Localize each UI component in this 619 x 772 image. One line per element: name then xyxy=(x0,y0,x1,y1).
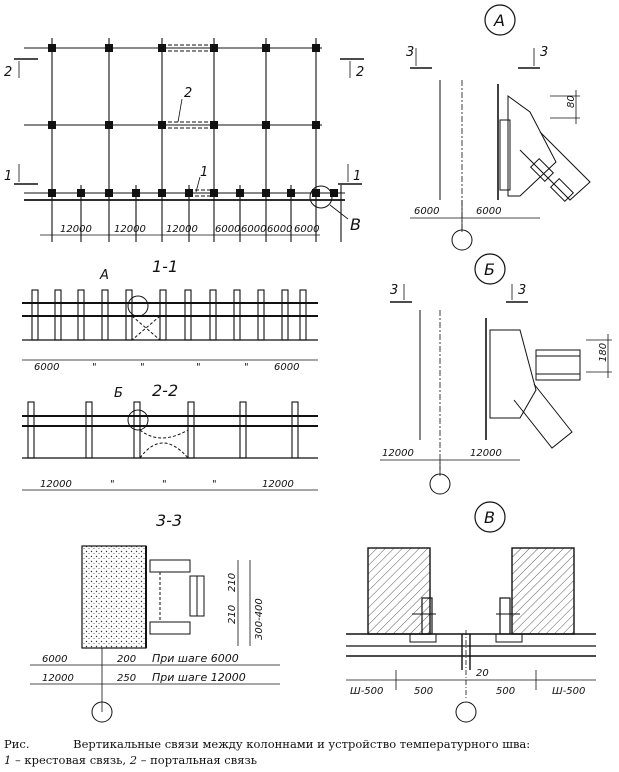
axis-bubble-a xyxy=(451,229,473,251)
detail-a-label-circle xyxy=(484,4,516,36)
caption-legend-1-number: 1 xyxy=(4,753,12,767)
detail-b-mark-left: 3 xyxy=(390,283,398,298)
detail-b-label-circle xyxy=(474,253,506,285)
detail-v-dim-sh-right: Ш-500 xyxy=(552,686,585,697)
plan-dim-2: 12000 xyxy=(114,224,146,235)
caption-legend-1-text: – крестовая связь, xyxy=(11,753,130,767)
section-mark-2-right: 2 xyxy=(356,65,364,80)
callout-circle-v xyxy=(309,185,333,209)
section-1-1 xyxy=(22,289,318,361)
plan-bracing xyxy=(162,44,214,197)
engineering-drawing: 2 2 1 1 2 1 B 12000 12000 12000 6000 600… xyxy=(4,4,612,723)
detail-b-dim-right: 12000 xyxy=(470,448,502,459)
section-2-2-title: 2-2 xyxy=(152,381,178,400)
section-3-3-dim-12000: 12000 xyxy=(42,673,74,684)
section-2-2-dim-end: 12000 xyxy=(262,479,294,490)
callout-circle-a xyxy=(127,295,149,317)
detail-a-dim-right: 6000 xyxy=(476,206,501,217)
section-1-1-ditto-4: " xyxy=(244,362,249,373)
section-2-2-ditto-1: " xyxy=(110,479,115,490)
section-mark-1-left: 1 xyxy=(4,169,12,184)
detail-v-dim-500-right: 500 xyxy=(496,686,515,697)
section-3-3-dim-250: 250 xyxy=(117,673,136,684)
section-1-1-dim-end: 6000 xyxy=(274,362,299,373)
plan-dim-6: 6000 xyxy=(267,224,292,235)
plan-dim-7: 6000 xyxy=(294,224,319,235)
detail-b-dim-180: 180 xyxy=(598,343,609,362)
section-2-2-columns xyxy=(27,401,299,459)
plan-columns xyxy=(48,44,338,197)
callout-circle-b xyxy=(127,409,149,431)
section-3-3-vdim-300-400: 300-400 xyxy=(254,598,265,640)
caption-title: Вертикальные связи между колоннами и уст… xyxy=(73,737,531,751)
detail-v-dim-sh-left: Ш-500 xyxy=(350,686,383,697)
section-3-3-dim-200: 200 xyxy=(117,654,136,665)
section-3-3-dim-6000: 6000 xyxy=(42,654,67,665)
axis-bubble-v xyxy=(455,701,477,723)
detail-b xyxy=(380,253,612,495)
section-1-1-ditto-1: " xyxy=(92,362,97,373)
caption-line-2: 1 – крестовая связь, 2 – портальная связ… xyxy=(4,752,616,768)
detail-a-labels: A 3 3 80 6000 6000 xyxy=(406,11,577,217)
section-2-2-ditto-2: " xyxy=(162,479,167,490)
section-2-2-ditto-3: " xyxy=(212,479,217,490)
callout-label-2: 2 xyxy=(184,86,192,101)
callout-label-1: 1 xyxy=(200,165,208,180)
detail-v-label: B xyxy=(484,508,495,527)
detail-v-dim-500-left: 500 xyxy=(414,686,433,697)
section-marks xyxy=(14,58,364,185)
section-1-1-ditto-3: " xyxy=(196,362,201,373)
section-1-1-callout: A xyxy=(99,268,109,283)
section-3-3-labels: 3-3 6000 200 При шаге 6000 12000 250 При… xyxy=(42,511,265,684)
caption-line-1: Рис. Вертикальные связи между колоннами … xyxy=(4,736,616,752)
section-3-3-note-12000: При шаге 12000 xyxy=(152,671,246,684)
section-3-3-title: 3-3 xyxy=(156,511,182,530)
section-1-1-columns xyxy=(31,289,307,341)
section-2-2-dim-start: 12000 xyxy=(40,479,72,490)
caption-legend-2-number: 2 xyxy=(129,753,138,767)
plan-view xyxy=(14,38,364,242)
figure-caption: Рис. Вертикальные связи между колоннами … xyxy=(4,736,616,768)
section-2-2 xyxy=(22,401,318,491)
axis-bubble-3-3 xyxy=(91,701,113,723)
section-3-3 xyxy=(30,545,280,723)
detail-b-labels: Б 3 3 180 12000 12000 xyxy=(382,260,609,459)
section-1-1-dim-start: 6000 xyxy=(34,362,59,373)
plan-dim-4: 6000 xyxy=(215,224,240,235)
axis-bubble-b xyxy=(429,473,451,495)
detail-b-label: Б xyxy=(484,260,495,279)
detail-a-mark-right: 3 xyxy=(540,45,548,60)
section-1-1-labels: 1-1 A 6000 6000 " " " " xyxy=(34,257,299,373)
detail-b-dim-left: 12000 xyxy=(382,448,414,459)
section-3-3-note-6000: При шаге 6000 xyxy=(152,652,239,665)
section-1-1-title: 1-1 xyxy=(152,257,178,276)
detail-v-label-circle xyxy=(474,501,506,533)
section-2-2-labels: 2-2 Б 12000 12000 " " " xyxy=(40,381,294,490)
plan-labels: 2 2 1 1 2 1 B 12000 12000 12000 6000 600… xyxy=(4,65,364,235)
plan-dim-1: 12000 xyxy=(60,224,92,235)
section-3-3-vdim-210-bottom: 210 xyxy=(227,605,238,624)
plan-dim-3: 12000 xyxy=(166,224,198,235)
detail-b-mark-right: 3 xyxy=(518,283,526,298)
section-mark-2-left: 2 xyxy=(4,65,12,80)
detail-v xyxy=(346,501,596,723)
section-1-1-ditto-2: " xyxy=(140,362,145,373)
detail-a-label: A xyxy=(493,11,505,30)
caption-legend-2-text: – портальная связь xyxy=(137,753,257,767)
detail-v-dim-20: 20 xyxy=(476,668,489,679)
section-3-3-vdim-210-top: 210 xyxy=(227,573,238,592)
plan-grid xyxy=(24,38,345,242)
plan-dim-5: 6000 xyxy=(241,224,266,235)
section-2-2-callout: Б xyxy=(114,386,123,401)
caption-prefix: Рис. xyxy=(4,737,30,751)
detail-v-labels: B Ш-500 500 20 500 Ш-500 xyxy=(350,508,585,697)
detail-a-dim-left: 6000 xyxy=(414,206,439,217)
detail-a-mark-left: 3 xyxy=(406,45,414,60)
callout-label-b: B xyxy=(350,215,361,234)
detail-a xyxy=(410,4,591,251)
detail-a-dim-80: 80 xyxy=(566,95,577,108)
section-mark-1-right: 1 xyxy=(353,169,361,184)
